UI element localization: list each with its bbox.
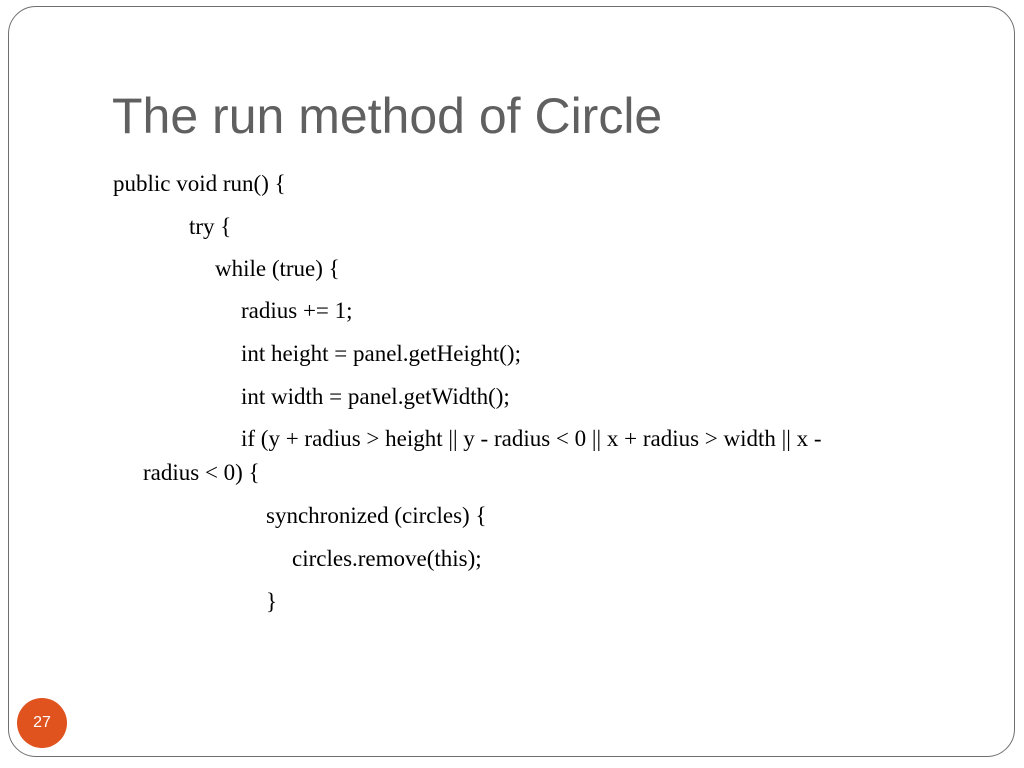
code-line-synchronized: synchronized (circles) { bbox=[266, 503, 487, 528]
code-line-radius-increment: radius += 1; bbox=[241, 298, 353, 323]
page-number-badge: 27 bbox=[17, 698, 67, 748]
code-line-if-condition: if (y + radius > height || y - radius < … bbox=[241, 426, 822, 451]
code-line-if-condition-continued: radius < 0) { bbox=[143, 460, 260, 485]
code-line-try: try { bbox=[189, 214, 232, 239]
slide-title: The run method of Circle bbox=[112, 88, 663, 144]
code-line-method-signature: public void run() { bbox=[113, 171, 286, 196]
code-line-remove: circles.remove(this); bbox=[292, 546, 482, 571]
code-line-width: int width = panel.getWidth(); bbox=[241, 384, 510, 409]
code-line-closing-brace: } bbox=[266, 589, 278, 614]
code-line-height: int height = panel.getHeight(); bbox=[241, 341, 521, 366]
slide-frame bbox=[8, 6, 1015, 757]
code-line-while: while (true) { bbox=[215, 256, 340, 281]
